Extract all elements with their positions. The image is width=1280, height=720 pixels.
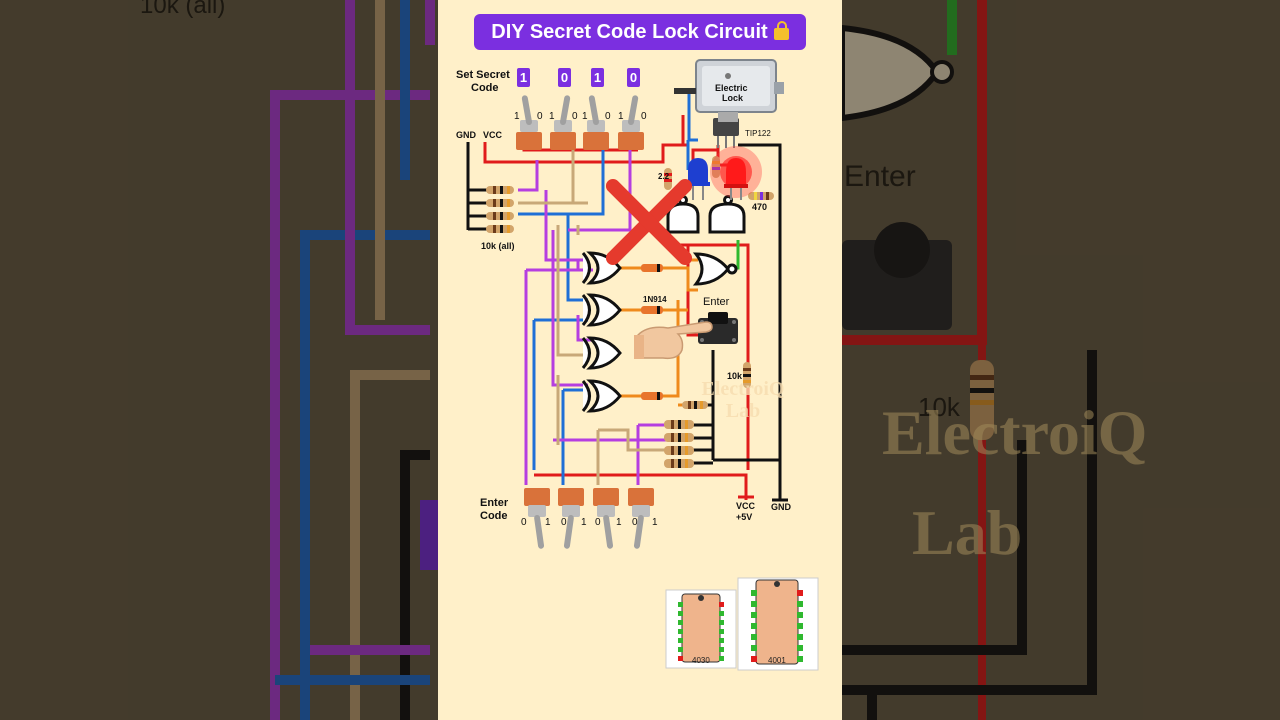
- resistor-10k-enter: [743, 362, 751, 388]
- switch-pos-one: 1: [581, 517, 587, 528]
- resistor: [486, 212, 514, 220]
- circuit-panel: DIY Secret Code Lock Circuit Set Secret …: [438, 0, 842, 720]
- vcc-bottom-label: VCC: [736, 501, 756, 511]
- transistor-tip122: [713, 112, 739, 148]
- resistor-2-2-label: 2.2: [658, 172, 670, 181]
- background-right-enter-label: Enter: [844, 160, 916, 193]
- xor-gates: [581, 251, 622, 413]
- diode: [641, 306, 663, 314]
- resistor: [682, 401, 708, 409]
- watermark-line2: Lab: [725, 400, 761, 422]
- watermark-line1: ElectroiQ: [701, 378, 785, 400]
- diode-label: 1N914: [643, 295, 667, 304]
- secret-code-switches: [516, 95, 644, 150]
- toggle-switch: [628, 488, 654, 549]
- background-right-watermark-line2: Lab: [912, 497, 1023, 568]
- electric-lock-label-line2: Lock: [722, 93, 744, 103]
- electric-lock-label: Electric: [715, 83, 748, 93]
- resistor-bank-bottom: [664, 401, 708, 468]
- secret-bit-1: 1: [517, 68, 530, 87]
- set-secret-code-label: Set Secret: [456, 69, 510, 81]
- switch-pos-one: 1: [652, 517, 658, 528]
- background-left: 10k (all): [0, 0, 438, 720]
- switch-pos-zero: 0: [572, 111, 578, 122]
- chip-4001-label: 4001: [768, 656, 786, 665]
- cross-icon: [598, 172, 698, 272]
- circuit-diagram: [466, 59, 819, 671]
- output-rails: [738, 495, 788, 502]
- switch-pos-zero: 0: [595, 517, 601, 528]
- pointing-hand: [634, 321, 713, 360]
- xor-gate: [581, 379, 622, 413]
- switch-pos-zero: 0: [521, 517, 527, 528]
- background-right-10k-label: 10k: [918, 392, 960, 422]
- background-left-label: 10k (all): [140, 0, 226, 19]
- secret-bit-3: 1: [591, 68, 604, 87]
- background-right-wires: [842, 0, 1280, 720]
- toggle-switch: [618, 95, 644, 150]
- led-red: [710, 146, 762, 200]
- tan-wiring: [518, 150, 668, 485]
- resistor-bank-top: [486, 186, 514, 233]
- lock-icon: [773, 21, 789, 40]
- switch-pos-one: 1: [514, 111, 520, 122]
- resistor-470: [748, 192, 774, 200]
- resistor: [664, 420, 694, 429]
- xor-gate: [581, 293, 622, 327]
- nor-gate: [692, 252, 738, 286]
- background-right-watermark-line1: ElectroiQ: [882, 397, 1148, 468]
- resistor-10k-label: 10k: [727, 371, 743, 381]
- toggle-switch: [524, 488, 550, 549]
- toggle-switch: [550, 95, 576, 150]
- electric-lock: [674, 59, 784, 113]
- toggle-switch: [558, 488, 584, 549]
- vcc-top-label: VCC: [483, 130, 503, 140]
- resistor: [664, 446, 694, 455]
- background-right: Enter 10k ElectroiQ Lab: [842, 0, 1280, 720]
- switch-pos-zero: 0: [561, 517, 567, 528]
- vcc-bottom-label-line2: +5V: [736, 512, 753, 522]
- switch-pos-one: 1: [545, 517, 551, 528]
- xor-gate: [581, 336, 622, 370]
- resistor: [486, 199, 514, 207]
- resistor-470-label: 470: [752, 202, 768, 212]
- chip-4001: [737, 577, 819, 671]
- set-secret-code-label-line2: Code: [471, 82, 499, 94]
- gnd-top-label: GND: [456, 130, 476, 140]
- enter-button-label: Enter: [703, 296, 730, 308]
- secret-bit-4: 0: [627, 68, 640, 87]
- switch-pos-one: 1: [549, 111, 555, 122]
- enter-code-switches: [524, 488, 654, 549]
- diode: [641, 392, 663, 400]
- enter-code-label-line2: Code: [480, 510, 508, 522]
- switch-pos-zero: 0: [632, 517, 638, 528]
- switch-pos-zero: 0: [605, 111, 611, 122]
- chip-4030-label: 4030: [692, 656, 710, 665]
- chip-4030: [665, 589, 737, 669]
- resistor: [664, 459, 694, 468]
- switch-pos-zero: 0: [641, 111, 647, 122]
- watermark: ElectroiQ Lab: [668, 378, 818, 422]
- purple-wiring: [518, 140, 668, 485]
- page-title: DIY Secret Code Lock Circuit: [474, 14, 806, 50]
- resistor-small: [712, 156, 720, 178]
- secret-bit-2: 0: [558, 68, 571, 87]
- toggle-switch: [593, 488, 619, 549]
- toggle-switch: [516, 95, 542, 150]
- resistor-10k-all-label: 10k (all): [481, 241, 515, 251]
- nand-gate: [708, 195, 746, 234]
- transistor-label: TIP122: [745, 129, 771, 138]
- background-left-wires: [0, 0, 438, 720]
- resistor: [486, 186, 514, 194]
- switch-pos-one: 1: [616, 517, 622, 528]
- switch-pos-one: 1: [618, 111, 624, 122]
- toggle-switch: [583, 95, 609, 150]
- switch-pos-one: 1: [582, 111, 588, 122]
- enter-code-label: Enter: [480, 497, 509, 509]
- resistor: [486, 225, 514, 233]
- gnd-bottom-label: GND: [771, 502, 791, 512]
- switch-pos-zero: 0: [537, 111, 543, 122]
- resistor: [664, 433, 694, 442]
